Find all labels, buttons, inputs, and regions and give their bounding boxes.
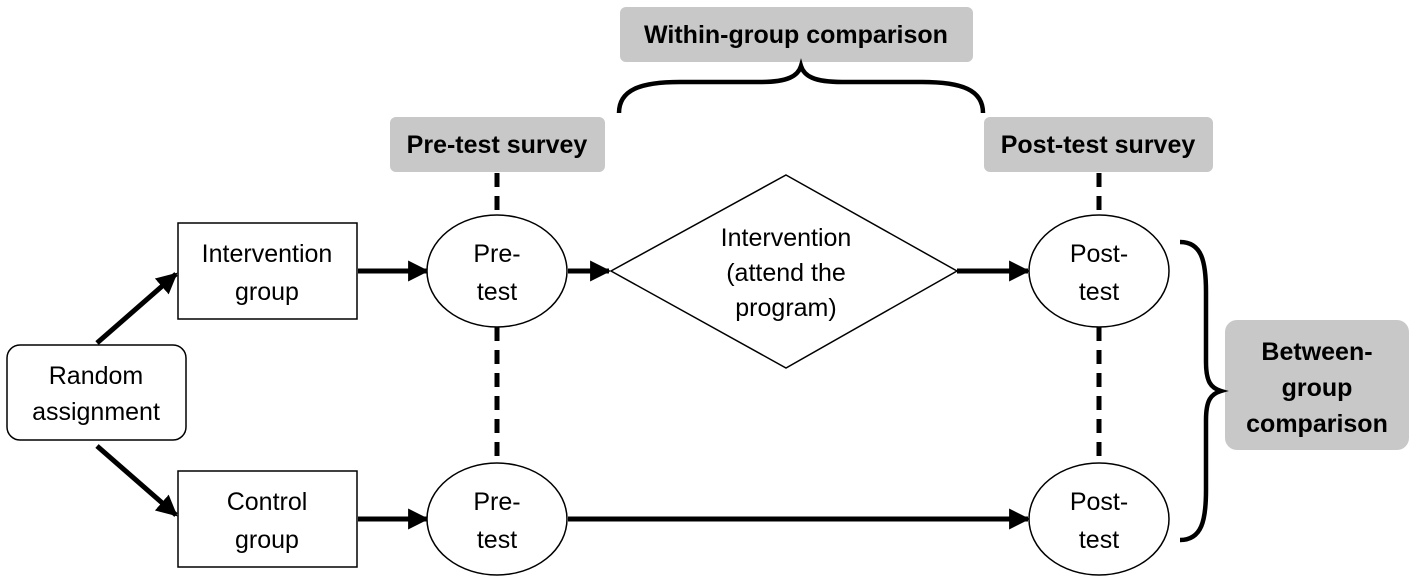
svg-text:Random: Random xyxy=(49,362,144,390)
svg-text:(attend the: (attend the xyxy=(726,259,846,287)
random-assignment-line-1: Random xyxy=(49,362,144,390)
intervention-line-3: program) xyxy=(735,294,836,322)
svg-text:group: group xyxy=(235,278,299,306)
svg-text:Between-: Between- xyxy=(1261,338,1372,366)
svg-text:Post-: Post- xyxy=(1070,488,1128,516)
within-group-comparison-text: Within-group comparison xyxy=(644,21,948,49)
random-assignment-line-2: assignment xyxy=(32,398,160,426)
svg-text:Pre-: Pre- xyxy=(473,240,520,268)
svg-text:program): program) xyxy=(735,294,836,322)
svg-text:Intervention: Intervention xyxy=(721,224,852,252)
svg-text:group: group xyxy=(1282,374,1353,402)
svg-text:Within-group comparison: Within-group comparison xyxy=(644,21,948,49)
svg-text:group: group xyxy=(235,526,299,554)
intervention-line-1: Intervention xyxy=(721,224,852,252)
svg-text:Post-test survey: Post-test survey xyxy=(1001,131,1196,159)
posttest-intervention-line-1: Post- xyxy=(1070,240,1128,268)
control-group-line-2: group xyxy=(235,526,299,554)
intervention-group-line-2: group xyxy=(235,278,299,306)
pretest-survey-label: Pre-test survey xyxy=(390,117,605,172)
posttest-survey-text: Post-test survey xyxy=(1001,131,1196,159)
pretest-control-line-2: test xyxy=(477,526,517,554)
posttest-control-node: Post- test xyxy=(1028,462,1170,576)
svg-text:comparison: comparison xyxy=(1246,410,1388,438)
intervention-group-line-1: Intervention xyxy=(202,240,333,268)
intervention-group-node: Intervention group xyxy=(177,222,358,320)
svg-text:Control: Control xyxy=(227,488,308,516)
posttest-control-line-1: Post- xyxy=(1070,488,1128,516)
arrow-random-to-control xyxy=(95,444,178,517)
posttest-control-line-2: test xyxy=(1079,526,1119,554)
posttest-intervention-node: Post- test xyxy=(1028,214,1170,328)
control-group-line-1: Control xyxy=(227,488,308,516)
intervention-line-2: (attend the xyxy=(726,259,846,287)
between-group-line-1: Between- xyxy=(1261,338,1372,366)
svg-text:test: test xyxy=(1079,526,1119,554)
posttest-survey-label: Post-test survey xyxy=(984,117,1213,172)
svg-text:Intervention: Intervention xyxy=(202,240,333,268)
intervention-node: Intervention (attend the program) xyxy=(609,174,959,369)
svg-text:Pre-test survey: Pre-test survey xyxy=(407,131,588,159)
pretest-survey-text: Pre-test survey xyxy=(407,131,588,159)
random-assignment-node: Random assignment xyxy=(6,344,187,441)
svg-text:assignment: assignment xyxy=(32,398,160,426)
between-group-line-2: group xyxy=(1282,374,1353,402)
svg-text:Post-: Post- xyxy=(1070,240,1128,268)
within-group-brace xyxy=(616,58,986,114)
svg-text:Pre-: Pre- xyxy=(473,488,520,516)
within-group-comparison-label: Within-group comparison xyxy=(620,7,973,62)
svg-text:test: test xyxy=(477,278,517,306)
svg-text:test: test xyxy=(1079,278,1119,306)
svg-text:test: test xyxy=(477,526,517,554)
pretest-intervention-line-2: test xyxy=(477,278,517,306)
between-group-line-3: comparison xyxy=(1246,410,1388,438)
control-group-node: Control group xyxy=(177,470,358,568)
between-group-comparison-label: Between- group comparison xyxy=(1225,320,1409,450)
pretest-control-node: Pre- test xyxy=(426,462,568,576)
posttest-intervention-line-2: test xyxy=(1079,278,1119,306)
pretest-intervention-node: Pre- test xyxy=(426,214,568,328)
pretest-intervention-line-1: Pre- xyxy=(473,240,520,268)
between-group-brace xyxy=(1179,239,1229,543)
arrow-random-to-intervention xyxy=(95,272,178,345)
pretest-control-line-1: Pre- xyxy=(473,488,520,516)
